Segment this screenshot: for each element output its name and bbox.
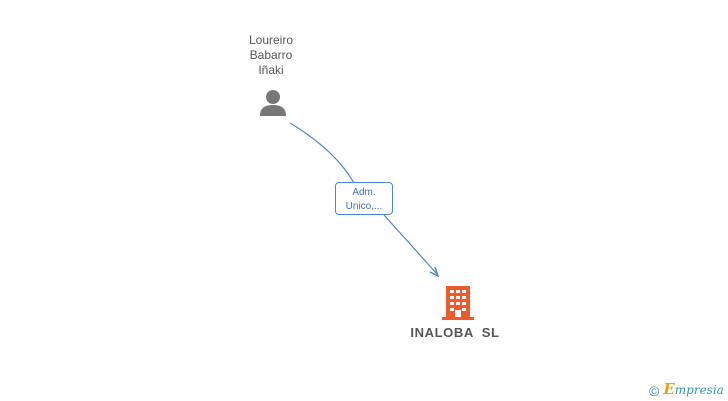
- building-icon[interactable]: [442, 286, 474, 320]
- person-name-line-2: Babarro: [249, 48, 293, 62]
- person-icon[interactable]: [258, 88, 288, 118]
- role-label-line-1: Adm.: [352, 187, 376, 198]
- person-name-line-1: Loureiro: [248, 33, 294, 47]
- brand-name: mpresia: [674, 383, 724, 397]
- empresia-watermark[interactable]: ©Empresia: [649, 379, 724, 399]
- company-name[interactable]: INALOBA SL: [410, 325, 500, 340]
- empresia-logo-icon: E: [663, 380, 675, 398]
- arrow-head-icon: [429, 266, 440, 278]
- person-name-line-3: Iñaki: [258, 63, 284, 77]
- role-label-line-2: Unico,...: [345, 201, 383, 212]
- role-label[interactable]: Adm. Unico,...: [335, 182, 393, 215]
- copyright-icon: ©: [649, 382, 660, 399]
- person-name[interactable]: Loureiro Babarro Iñaki: [221, 33, 321, 78]
